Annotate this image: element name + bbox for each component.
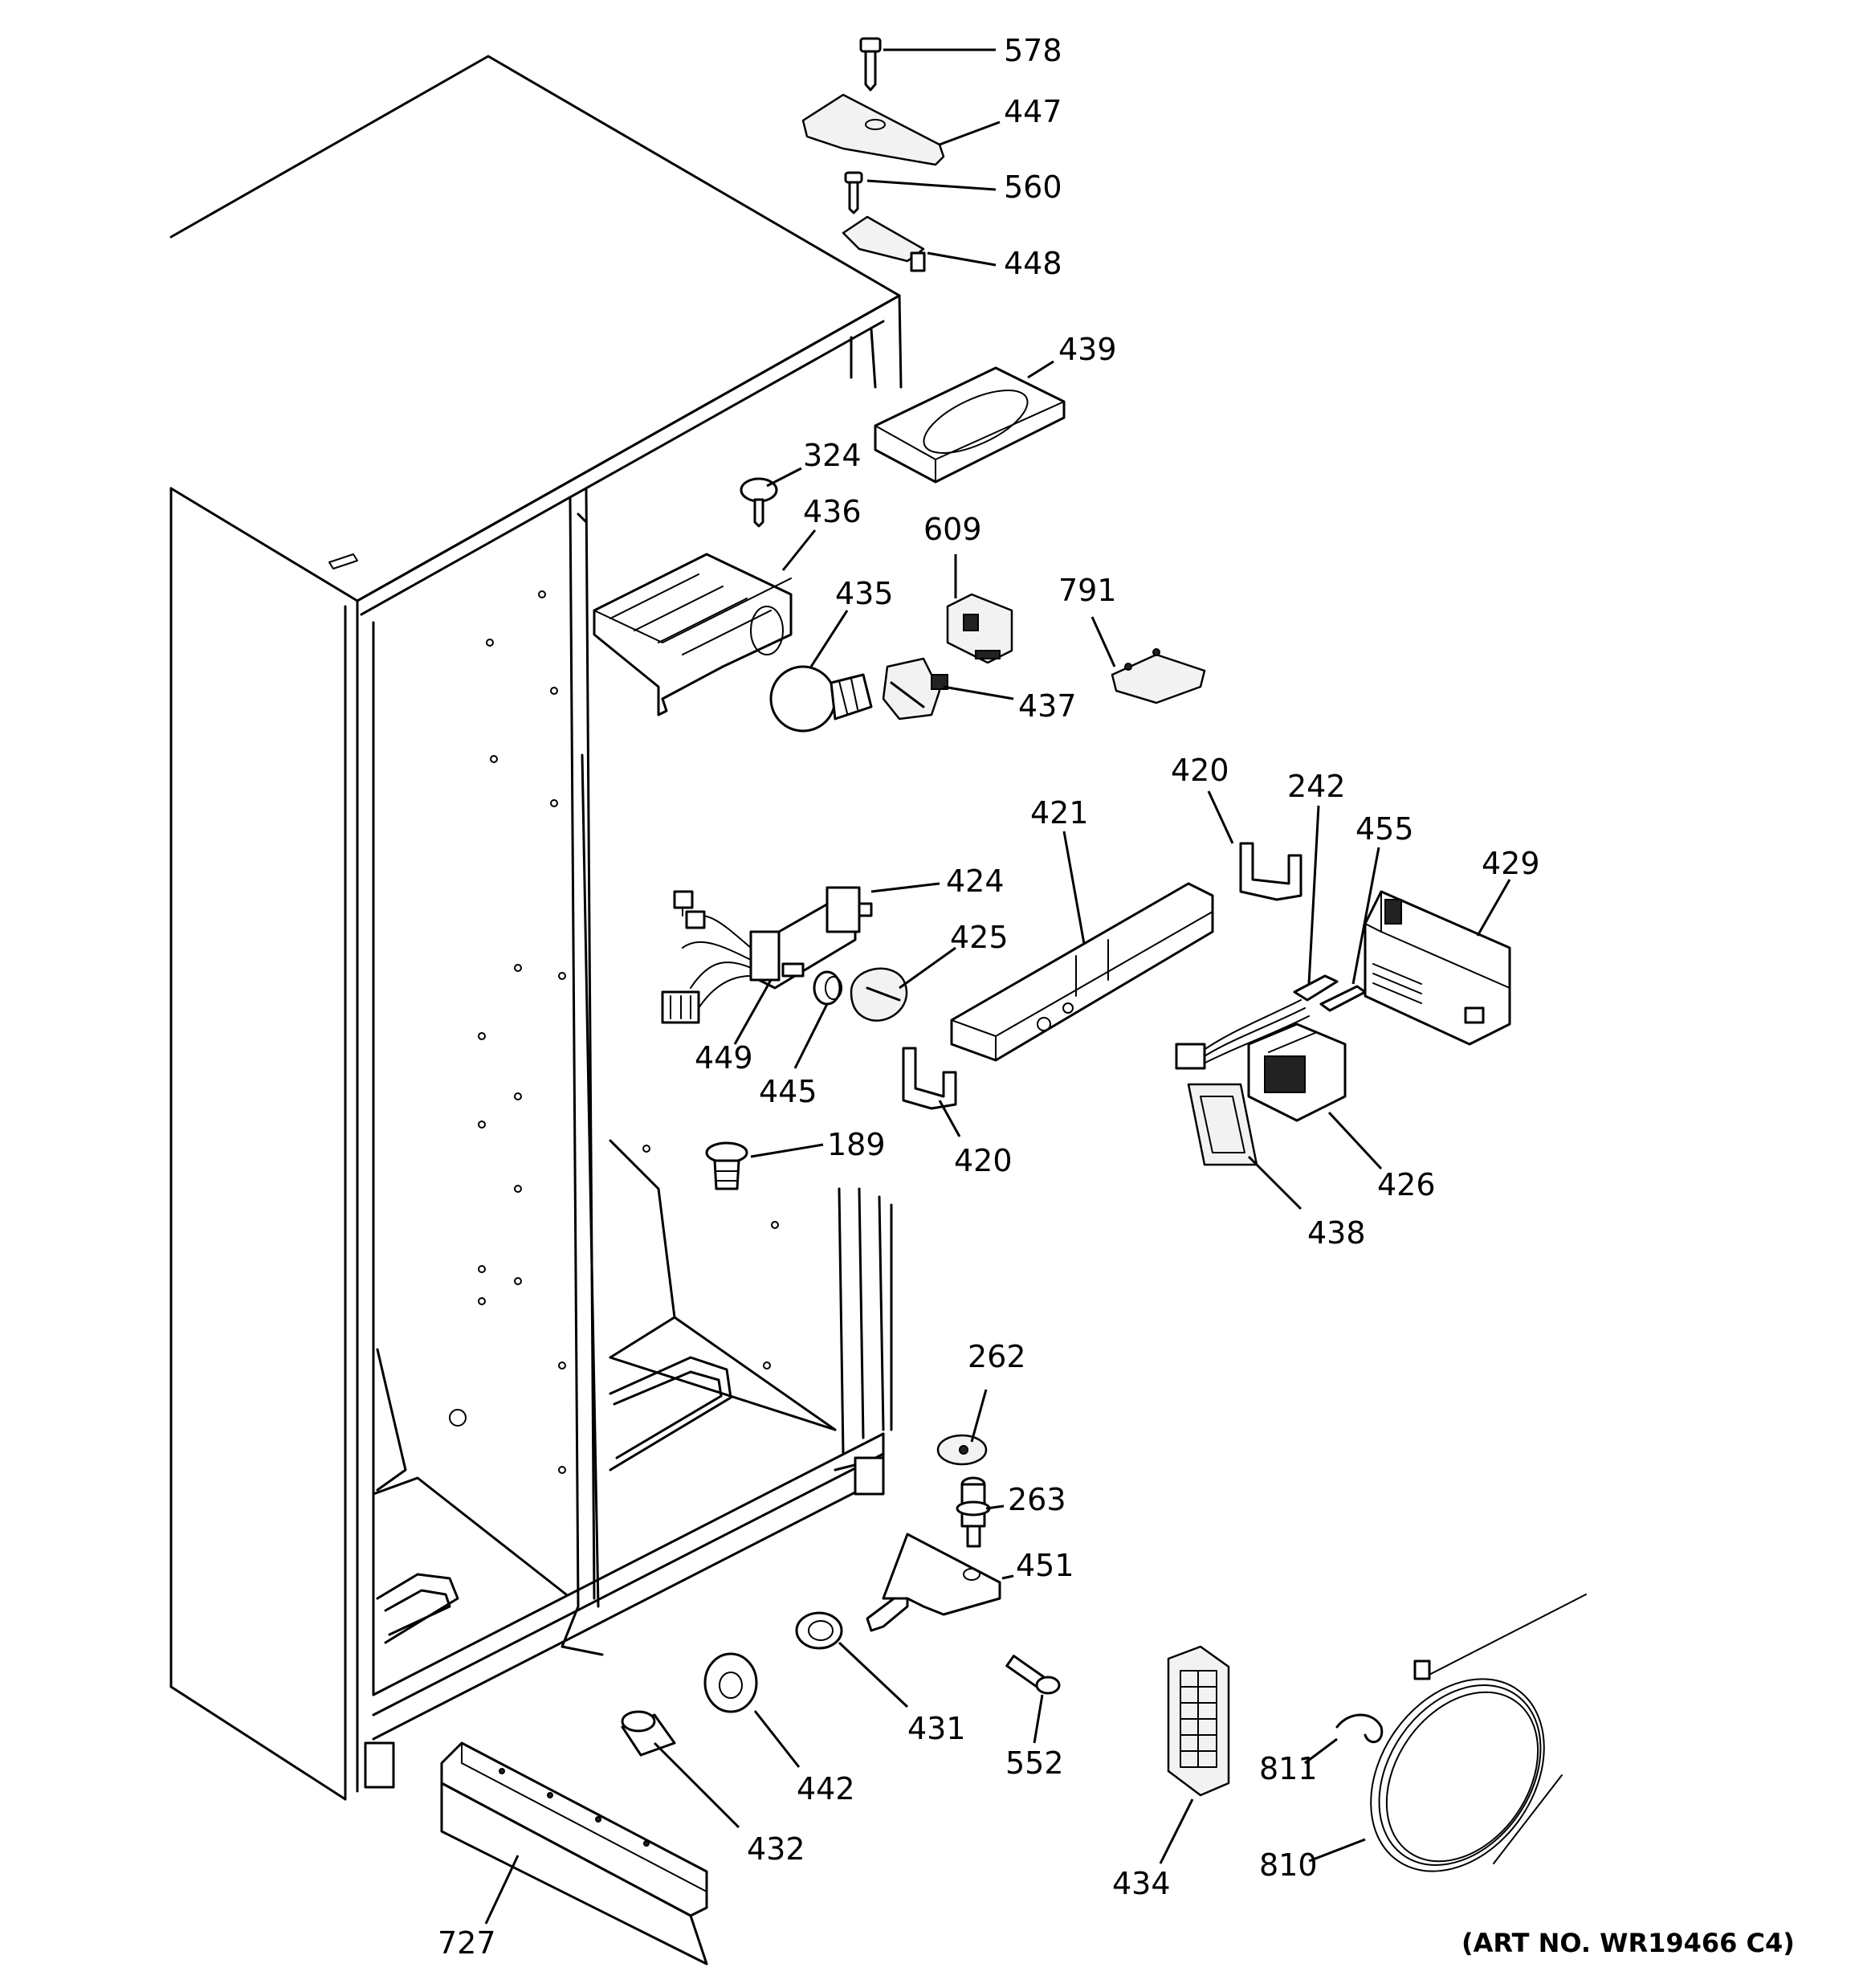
label-448: 448 xyxy=(1004,246,1062,281)
label-425: 425 xyxy=(950,920,1009,955)
part-263-pin xyxy=(956,1476,991,1548)
label-438: 438 xyxy=(1307,1215,1366,1251)
part-437-socket xyxy=(882,657,948,720)
label-445: 445 xyxy=(759,1074,817,1109)
part-432-spacer xyxy=(621,1710,676,1757)
label-420-lower: 420 xyxy=(954,1143,1013,1178)
part-578-screw xyxy=(859,37,882,92)
part-810-water-line-coil xyxy=(1370,1594,1587,1872)
label-434: 434 xyxy=(1112,1866,1171,1901)
part-424-control-harness xyxy=(661,886,873,1024)
label-420-upper: 420 xyxy=(1171,753,1229,788)
label-424: 424 xyxy=(946,863,1005,899)
label-437: 437 xyxy=(1018,688,1077,724)
leader-lines xyxy=(484,48,1511,1925)
part-425-knob xyxy=(850,967,908,1022)
label-263: 263 xyxy=(1008,1482,1066,1517)
label-432: 432 xyxy=(747,1831,805,1867)
part-242-connector xyxy=(1293,974,1339,1002)
part-791-cap xyxy=(1111,648,1206,704)
part-426-module xyxy=(1175,999,1347,1122)
part-455-connector xyxy=(1319,985,1367,1012)
label-727: 727 xyxy=(438,1925,496,1961)
part-434-grille xyxy=(1167,1645,1230,1797)
part-447-hinge-cover xyxy=(801,93,945,166)
label-242: 242 xyxy=(1287,769,1346,804)
part-labels: 578 447 560 448 439 324 436 609 435 791 … xyxy=(438,33,1795,1961)
part-262-cam xyxy=(936,1434,988,1466)
label-442: 442 xyxy=(797,1771,855,1806)
label-189: 189 xyxy=(827,1127,886,1162)
label-447: 447 xyxy=(1004,94,1062,129)
part-448-hinge xyxy=(842,215,926,272)
label-431: 431 xyxy=(907,1711,966,1746)
label-436: 436 xyxy=(803,494,862,529)
label-560: 560 xyxy=(1004,169,1062,205)
label-451: 451 xyxy=(1016,1548,1074,1583)
part-552-screw xyxy=(1005,1655,1061,1695)
part-451-bottom-hinge xyxy=(866,1533,1001,1632)
part-421-control-housing xyxy=(950,882,1214,1062)
part-429-control-box xyxy=(1364,890,1511,1046)
part-438-grille-frame xyxy=(1187,1083,1258,1166)
part-439-tray xyxy=(874,366,1066,484)
part-445-knob-insert xyxy=(813,970,842,1006)
label-811: 811 xyxy=(1259,1751,1318,1786)
label-552: 552 xyxy=(1005,1745,1064,1781)
part-420-bracket-lower xyxy=(902,1047,957,1110)
part-609-switch xyxy=(946,593,1013,664)
part-727-kickplate xyxy=(440,1741,708,1966)
part-431-bushing xyxy=(795,1611,843,1650)
label-455: 455 xyxy=(1355,811,1414,847)
label-449: 449 xyxy=(695,1040,753,1076)
part-436-light-housing xyxy=(593,553,793,716)
label-435: 435 xyxy=(835,576,894,611)
label-810: 810 xyxy=(1259,1847,1318,1883)
part-435-bulb xyxy=(769,665,873,733)
label-262: 262 xyxy=(968,1339,1026,1374)
label-429: 429 xyxy=(1482,846,1540,881)
label-439: 439 xyxy=(1058,332,1117,367)
part-189-plug xyxy=(705,1141,748,1190)
label-791: 791 xyxy=(1058,573,1117,608)
label-324: 324 xyxy=(803,438,862,473)
part-560-screw xyxy=(844,171,863,214)
label-578: 578 xyxy=(1004,33,1062,68)
art-number: (ART NO. WR19466 C4) xyxy=(1461,1928,1795,1958)
label-421: 421 xyxy=(1030,795,1089,831)
part-324-fastener xyxy=(740,477,778,528)
label-609: 609 xyxy=(923,512,982,547)
part-811-clip xyxy=(1335,1713,1384,1744)
refrigerator-cabinet xyxy=(169,55,903,1801)
part-420-bracket-upper xyxy=(1239,842,1302,901)
label-426: 426 xyxy=(1377,1167,1436,1202)
part-442-washer xyxy=(703,1652,758,1713)
